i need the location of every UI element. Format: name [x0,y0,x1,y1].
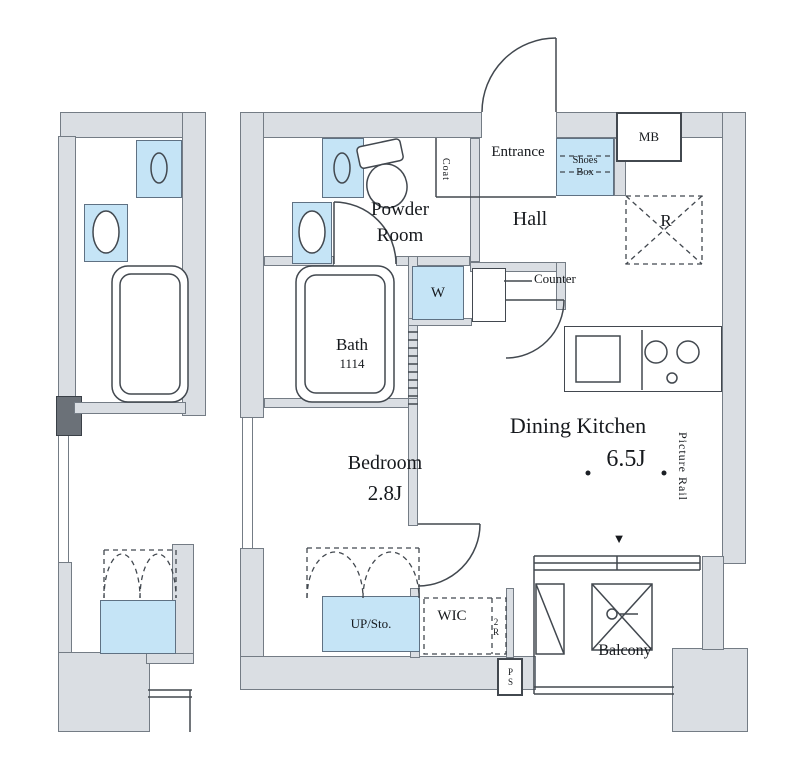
wic-right-wall [506,588,514,658]
neighbor-window [58,436,69,564]
bedroom-label: Bedroom [347,452,423,474]
shoes-box-label-1: Shoes [572,155,598,167]
neighbor-top-wall [60,112,192,138]
balcony-label: Balcony [598,642,652,659]
powder-right-wall [470,138,480,262]
top-wall-left [240,112,482,138]
fridge-label: R [660,211,672,230]
neighbor-storage [100,600,176,654]
bottom-wall [240,656,536,690]
bathtub [295,265,395,403]
balcony-sliding-window [533,555,701,571]
left-wall-upper [240,112,264,418]
neighbor-lower-right-wall [172,544,194,654]
bedroom-size-label: 2.8J [367,481,403,505]
bedroom-right-wall [408,398,418,526]
balcony-partition [535,583,565,655]
vanity [292,202,332,264]
bottom-right-block [672,648,748,732]
shoes-box: Shoes Box [556,138,614,196]
kitchen-counter [564,326,722,392]
storage-label: UP/Sto. [350,615,392,631]
bedroom-window [242,418,253,548]
storage-box: UP/Sto. [322,596,420,652]
washbasin [322,138,364,198]
bath-label: Bath [335,335,369,354]
evacuation-hatch [591,583,653,651]
picture-rail-label: Picture Rail [676,431,691,501]
closet-symbol [306,547,420,599]
neighbor-bottom-window [148,689,192,732]
neighbor-left-wall-lower [58,562,72,654]
neighbor-bottom-block [58,652,150,732]
wic-note-label: 2R [491,617,501,637]
balcony-right-wall [702,556,724,650]
neighbor-mid-wall [74,402,186,414]
neighbor-right-wall [182,112,206,416]
shoes-box-label-2: Box [576,167,594,178]
neighbor-bathtub [111,265,189,403]
counter-label: Counter [534,271,576,286]
dining-kitchen-label: Dining Kitchen [509,413,647,438]
washer-space: W [412,266,464,320]
pipe-shaft-label: PS [505,667,516,687]
pipe-shaft: PS [497,658,523,696]
dining-kitchen-size-label: 6.5J [606,446,646,472]
powder-room-label-1: Powder [370,199,430,220]
meter-box-label: MB [638,129,660,144]
bath-size-label: 1114 [339,356,365,371]
bedroom-door-arc [417,523,481,587]
washer-label: W [430,284,446,301]
neighbor-closet-symbol [103,549,177,599]
wic-label: WIC [437,608,467,624]
powder-room-label-2: Room [376,225,424,246]
coat-label: Coat [440,157,451,181]
counter-column [472,268,506,322]
balcony-rails [533,570,674,695]
neighbor-vanity [84,204,128,262]
direction-marker: ▼ [612,531,626,546]
entrance-label: Entrance [491,144,545,160]
entrance-door-arc [481,37,557,113]
bath-bottom-wall [264,398,418,408]
neighbor-washbasin [136,140,182,198]
meter-box: MB [616,112,682,162]
right-wall [722,112,746,564]
hall-label: Hall [512,208,548,230]
neighbor-left-wall-upper [58,136,76,398]
